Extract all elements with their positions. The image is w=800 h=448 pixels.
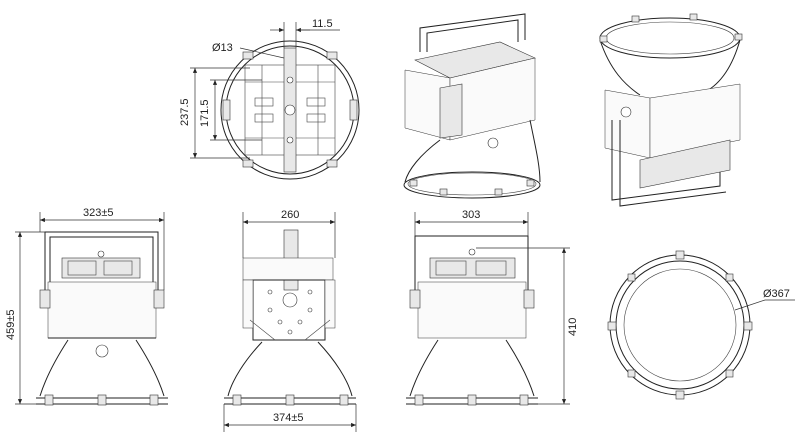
dim-height-outer: 237.5 <box>179 98 191 126</box>
dim-front-height: 459±5 <box>5 309 17 340</box>
dim-reflector-width: 374±5 <box>273 412 304 424</box>
dim-reflector-diameter: Ø367 <box>763 288 790 300</box>
dim-side-width: 260 <box>281 209 299 221</box>
bottom-view: Ø367 <box>607 250 795 400</box>
dim-back-height: 410 <box>567 318 579 336</box>
isometric-view-up <box>599 13 743 207</box>
top-view: Ø13 11.5 237.5 171.5 <box>179 18 360 180</box>
back-view: 303 410 <box>406 209 579 406</box>
dim-hole-diameter: Ø13 <box>212 42 233 54</box>
front-view: 323±5 459±5 <box>5 207 168 406</box>
dim-offset: 11.5 <box>312 18 333 30</box>
dim-front-width: 323±5 <box>83 207 114 219</box>
dim-back-width: 303 <box>462 209 480 221</box>
isometric-view-down <box>403 13 541 199</box>
side-view: 260 374±5 <box>223 209 357 432</box>
dim-height-inner: 171.5 <box>199 99 211 127</box>
